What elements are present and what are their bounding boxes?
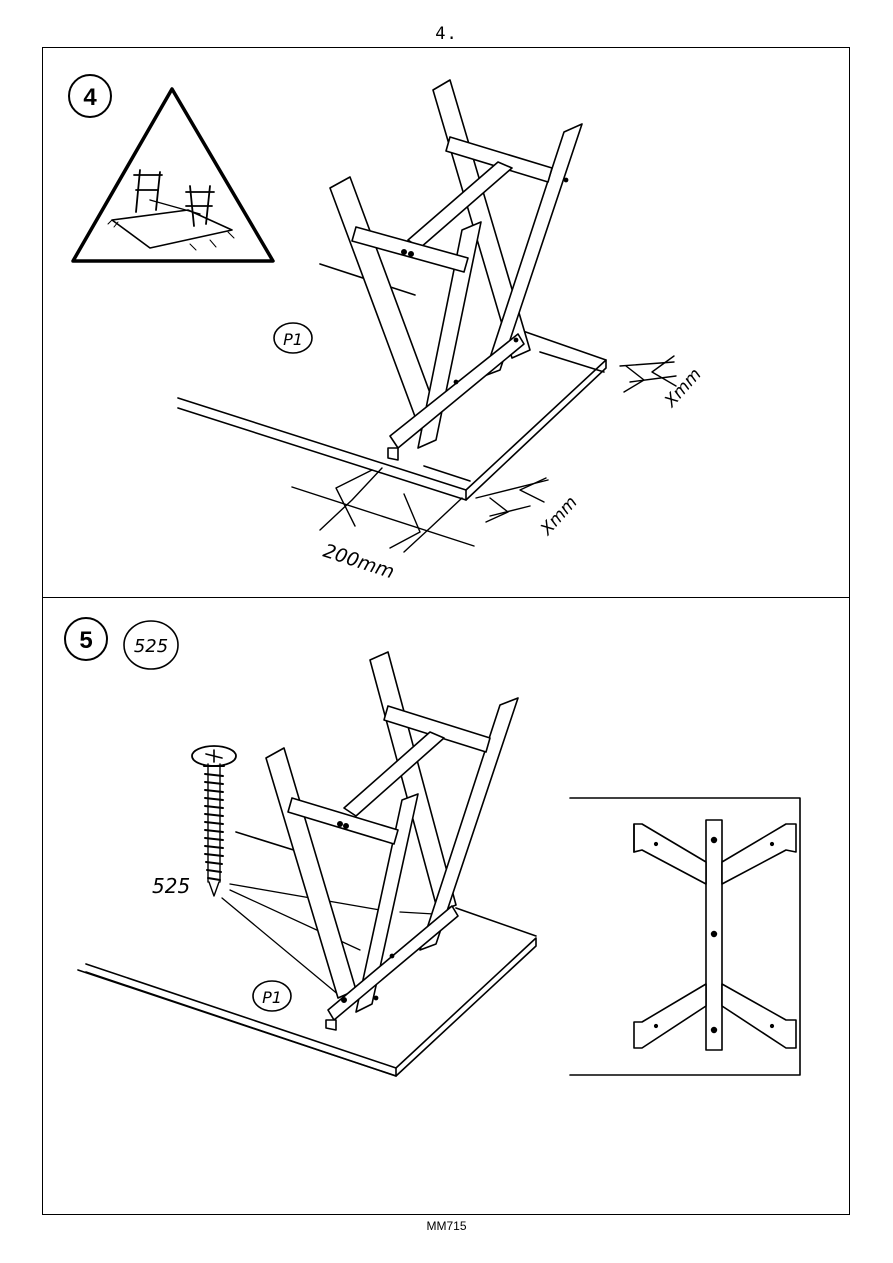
screw-callout-label: 525 bbox=[152, 874, 190, 898]
step-4-dimensions bbox=[292, 356, 676, 552]
step-5-part-label: P1 bbox=[253, 981, 291, 1011]
step-5-number: 5 bbox=[79, 627, 92, 654]
model-code-footer: MM715 bbox=[0, 1219, 893, 1233]
screw-code-text: 525 bbox=[134, 636, 168, 657]
detail-view-top bbox=[570, 798, 800, 1075]
step-5-table-drawing bbox=[78, 652, 536, 1076]
screw-code-badge: 525 bbox=[124, 621, 178, 669]
warning-triangle-icon bbox=[73, 89, 273, 261]
step-4-table-drawing bbox=[178, 80, 606, 500]
step-4-badge: 4 bbox=[69, 75, 111, 117]
dimension-length: 200mm bbox=[320, 540, 397, 584]
dimension-offset-upper: Xmm bbox=[660, 365, 705, 412]
step-4-number: 4 bbox=[83, 84, 97, 111]
part-label-p1-step5: P1 bbox=[262, 988, 282, 1007]
screw-icon bbox=[192, 746, 236, 896]
step-5-badge: 5 bbox=[65, 618, 107, 660]
step-4-part-label: P1 bbox=[274, 323, 312, 353]
dimension-offset-lower: Xmm bbox=[536, 493, 581, 540]
part-label-p1: P1 bbox=[283, 330, 303, 349]
